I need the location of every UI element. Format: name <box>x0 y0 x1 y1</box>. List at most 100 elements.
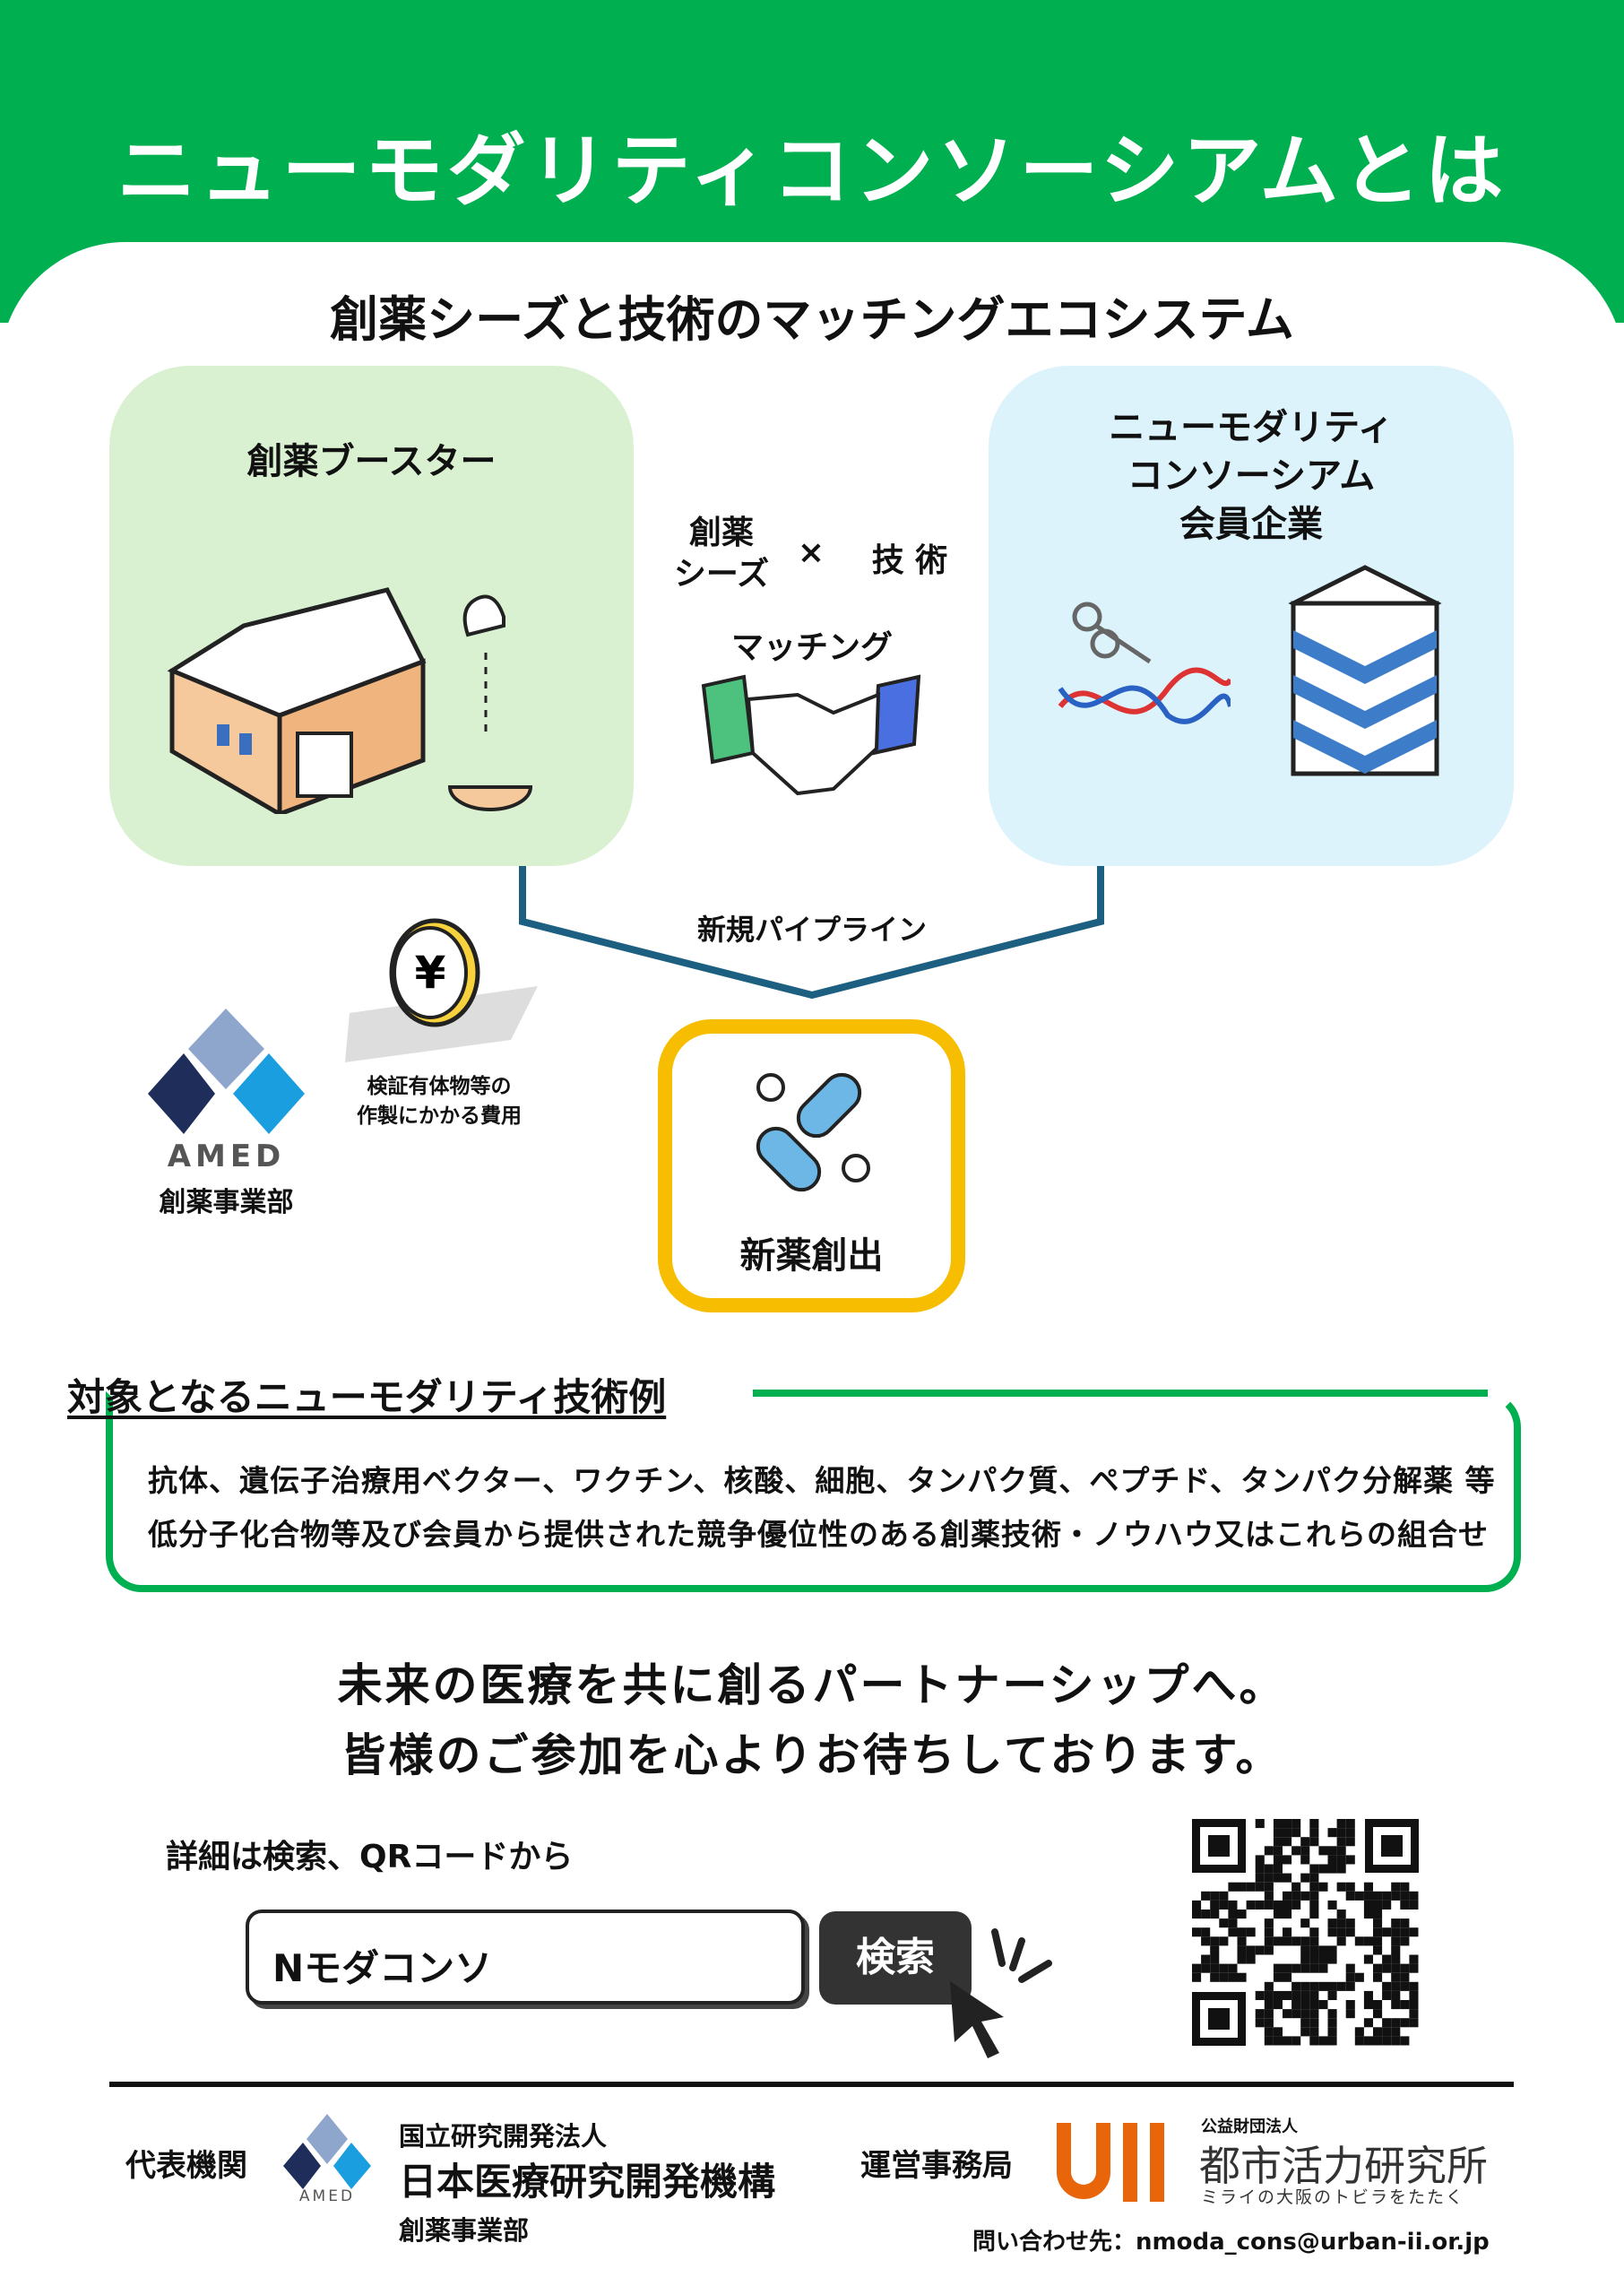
qr-module <box>1264 1927 1274 1937</box>
qr-module <box>1273 1819 1283 1829</box>
qr-module <box>1273 1846 1283 1856</box>
pills-icon <box>756 1072 870 1192</box>
qr-module <box>1400 1891 1410 1901</box>
qr-module <box>1255 1945 1265 1955</box>
qr-module <box>1255 1900 1265 1910</box>
qr-module <box>1363 1936 1373 1946</box>
office-tagline: ミライの大阪のトビラをたたく <box>1201 2187 1465 2207</box>
qr-module <box>1201 1927 1211 1937</box>
qr-module <box>1373 1910 1383 1919</box>
qr-module <box>1400 1972 1410 1982</box>
search-input[interactable]: Nモダコンソ <box>246 1910 805 2005</box>
search-button[interactable]: 検索 <box>819 1911 972 2005</box>
qr-module <box>1283 2036 1292 2046</box>
qr-module <box>1363 1990 1373 2000</box>
qr-module <box>1255 1864 1265 1874</box>
qr-module <box>1309 1954 1319 1964</box>
qr-module <box>1373 1945 1383 1955</box>
qr-module <box>1283 1855 1292 1865</box>
qr-module <box>1391 2027 1401 2037</box>
qr-module <box>1345 1882 1355 1892</box>
qr-module <box>1201 1936 1211 1946</box>
qr-module <box>1210 1910 1220 1919</box>
rep-label: 代表機関 <box>125 2148 247 2184</box>
qr-module <box>1300 2000 1310 2010</box>
times-symbol: × <box>797 534 825 571</box>
qr-module <box>1309 1900 1319 1910</box>
qr-module <box>1327 2027 1337 2037</box>
qr-module <box>1345 1927 1355 1937</box>
qr-module <box>1228 1963 1238 1973</box>
qr-module <box>1409 1927 1419 1937</box>
qr-module <box>1300 2018 1310 2028</box>
qr-module <box>1300 1981 1310 1991</box>
message-line-2: 皆様のご参加を心よりお待ちしております。 <box>341 1729 1283 1781</box>
qr-module <box>1291 1990 1301 2000</box>
org-dept: 創薬事業部 <box>399 2215 530 2246</box>
qr-module <box>1246 1882 1256 1892</box>
pipeline-label: 新規パイプライン <box>663 907 961 948</box>
qr-module <box>1246 1900 1256 1910</box>
qr-module <box>1409 2018 1419 2028</box>
qr-module <box>1283 1990 1292 2000</box>
qr-module <box>1318 1954 1328 1964</box>
qr-module <box>1210 1936 1220 1946</box>
qr-module <box>1300 1918 1310 1928</box>
qr-module <box>1291 1963 1301 1973</box>
qr-module <box>1228 1972 1238 1982</box>
qr-module <box>1336 1819 1346 1829</box>
qr-module <box>1336 1918 1346 1928</box>
qr-module <box>1382 1963 1392 1973</box>
qr-module <box>1354 1936 1364 1946</box>
qr-module <box>1400 1981 1410 1991</box>
qr-module <box>1246 1945 1256 1955</box>
qr-module <box>1283 1837 1292 1847</box>
qr-module <box>1345 2009 1355 2019</box>
qr-module <box>1345 1918 1355 1928</box>
qr-module <box>1255 1819 1265 1829</box>
qr-module <box>1264 1864 1274 1874</box>
qr-module <box>1300 1945 1310 1955</box>
qr-module <box>1391 1945 1401 1955</box>
qr-module <box>1336 1910 1346 1919</box>
qr-module <box>1400 1918 1410 1928</box>
qr-module <box>1309 1882 1319 1892</box>
qr-module <box>1291 2036 1301 2046</box>
qr-module <box>1345 1837 1355 1847</box>
amed-footer-text: AMED <box>298 2187 356 2205</box>
drug-booster-title: 創薬ブースター <box>246 441 497 482</box>
qr-module <box>1219 1972 1229 1982</box>
seeds-line-2: シーズ <box>673 556 770 593</box>
pipeline-connector <box>519 866 1104 1000</box>
qr-module <box>1409 2009 1419 2019</box>
tech-box-top-line <box>753 1390 1488 1397</box>
qr-module <box>1237 1954 1247 1964</box>
amed-footer-logo <box>283 2114 371 2189</box>
qr-module <box>1336 1828 1346 1838</box>
qr-module <box>1309 1819 1319 1829</box>
qr-module <box>1391 1981 1401 1991</box>
qr-module <box>1327 1927 1337 1937</box>
qr-module <box>1201 1954 1211 1964</box>
qr-module <box>1391 1918 1401 1928</box>
qr-module <box>1210 1945 1220 1955</box>
member-title-line-3: 会員企業 <box>1179 504 1323 545</box>
qr-module <box>1345 1972 1355 1982</box>
qr-module <box>1327 1954 1337 1964</box>
contact-email[interactable]: 問い合わせ先：nmoda_cons@urban-ii.or.jp <box>972 2229 1490 2256</box>
qr-module <box>1192 1910 1202 1919</box>
qr-module <box>1400 1927 1410 1937</box>
qr-module <box>1201 1963 1211 1973</box>
qr-module <box>1201 1891 1211 1901</box>
amed-dept: 創薬事業部 <box>159 1187 294 1218</box>
qr-module <box>1391 1927 1401 1937</box>
qr-module <box>1264 1918 1274 1928</box>
qr-module <box>1327 1846 1337 1856</box>
qr-module <box>1309 1927 1319 1937</box>
qr-module <box>1283 1828 1292 1838</box>
urban-ii-logo <box>1057 2123 1164 2202</box>
qr-module <box>1192 1963 1202 1973</box>
qr-module <box>1345 1828 1355 1838</box>
qr-module <box>1336 1864 1346 1874</box>
qr-code[interactable] <box>1192 1819 1419 2046</box>
